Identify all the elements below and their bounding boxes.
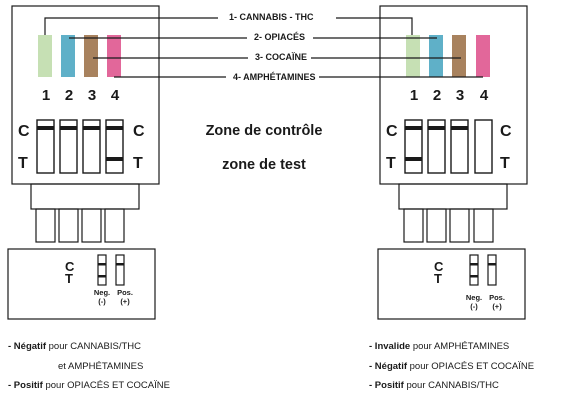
left-control-line-4 (106, 126, 123, 130)
left-test-label-left: T (18, 155, 28, 172)
right-ref-neg-control-line (470, 263, 478, 266)
left-test-window-3 (82, 119, 101, 174)
left-color-pad-3 (84, 35, 98, 77)
left-ref-neg-test-line (98, 275, 106, 278)
left-color-pad-4 (107, 35, 121, 77)
right-absorbent-stem-3 (449, 208, 470, 243)
right-card-number-1: 1 (409, 87, 419, 104)
left-control-label-left: C (18, 123, 30, 140)
right-card-number-4: 4 (479, 87, 489, 104)
right-color-pad-2 (429, 35, 443, 77)
right-color-pad-1 (406, 35, 420, 77)
left-absorbent-stem-1 (35, 208, 56, 243)
right-ref-neg-window (469, 254, 479, 286)
right-test-label-left: T (386, 155, 396, 172)
right-test-window-3 (450, 119, 469, 174)
left-control-label-right: C (133, 123, 145, 140)
left-color-pad-2 (61, 35, 75, 77)
left-test-label-right: T (133, 155, 143, 172)
test-zone-label: zone de test (222, 157, 306, 173)
right-control-label-left: C (386, 123, 398, 140)
right-reference-box (377, 248, 526, 320)
connector-line-cannabis-left (44, 17, 218, 35)
right-ref-neg-test-line (470, 275, 478, 278)
legend-label-opiaces: 2- OPIACÉS (251, 32, 309, 42)
right-card-number-3: 3 (455, 87, 465, 104)
right-card-neck (398, 183, 508, 210)
right-test-window-1 (404, 119, 423, 174)
right-color-pad-4 (476, 35, 490, 77)
right-color-pad-3 (452, 35, 466, 77)
left-card-number-3: 3 (87, 87, 97, 104)
left-test-window-2 (59, 119, 78, 174)
left-ref-neg-control-line (98, 263, 106, 266)
right-result-line: - Négatif pour OPIACÉS ET COCAÏNE (369, 361, 535, 372)
left-absorbent-stem-3 (81, 208, 102, 243)
left-card-number-4: 4 (110, 87, 120, 104)
left-ref-pos-label: Pos.(+) (117, 288, 133, 306)
left-result-line: - Négatif pour CANNABIS/THC (8, 341, 142, 352)
left-ref-test-label: T (65, 271, 73, 286)
right-control-label-right: C (500, 123, 512, 140)
left-reference-box (7, 248, 156, 320)
right-test-window-4 (474, 119, 493, 174)
left-control-line-3 (83, 126, 100, 130)
control-zone-label: Zone de contrôle (205, 123, 323, 139)
left-card-number-2: 2 (64, 87, 74, 104)
right-ref-pos-control-line (488, 263, 496, 266)
right-control-line-2 (428, 126, 445, 130)
connector-line-cannabis-right (336, 17, 413, 35)
right-absorbent-stem-4 (473, 208, 494, 243)
right-ref-control-label: C (434, 259, 444, 274)
left-ref-pos-window (115, 254, 125, 286)
left-test-window-1 (36, 119, 55, 174)
right-result-line: - Invalide pour AMPHÉTAMINES (369, 341, 510, 352)
left-ref-neg-label: Neg.(-) (93, 288, 111, 306)
left-color-pad-1 (38, 35, 52, 77)
right-ref-pos-label: Pos.(+) (489, 293, 505, 311)
legend-label-cannabis: 1- CANNABIS - THC (226, 12, 317, 22)
left-ref-neg-window (97, 254, 107, 286)
left-absorbent-stem-4 (104, 208, 125, 243)
legend-label-amphetamines: 4- AMPHÉTAMINES (230, 72, 319, 82)
left-card-number-1: 1 (41, 87, 51, 104)
right-control-line-1 (405, 126, 422, 130)
right-card-number-2: 2 (432, 87, 442, 104)
left-card-neck (30, 183, 140, 210)
left-test-window-4 (105, 119, 124, 174)
legend-label-cocaine: 3- COCAÏNE (252, 52, 311, 62)
left-test-line-4 (106, 157, 123, 161)
left-control-line-2 (60, 126, 77, 130)
right-absorbent-stem-2 (426, 208, 447, 243)
left-control-line-1 (37, 126, 54, 130)
left-result-line: - Positif pour OPIACÉS ET COCAÏNE (8, 380, 170, 391)
right-absorbent-stem-1 (403, 208, 424, 243)
right-test-line-1 (405, 157, 422, 161)
left-result-line: et AMPHÉTAMINES (58, 361, 144, 372)
left-ref-control-label: C (65, 259, 75, 274)
right-ref-pos-window (487, 254, 497, 286)
right-test-label-right: T (500, 155, 510, 172)
right-result-line: - Positif pour CANNABIS/THC (369, 380, 499, 391)
right-control-line-3 (451, 126, 468, 130)
left-ref-pos-control-line (116, 263, 124, 266)
right-test-window-2 (427, 119, 446, 174)
left-absorbent-stem-2 (58, 208, 79, 243)
right-ref-test-label: T (434, 271, 442, 286)
right-ref-neg-label: Neg.(-) (465, 293, 483, 311)
